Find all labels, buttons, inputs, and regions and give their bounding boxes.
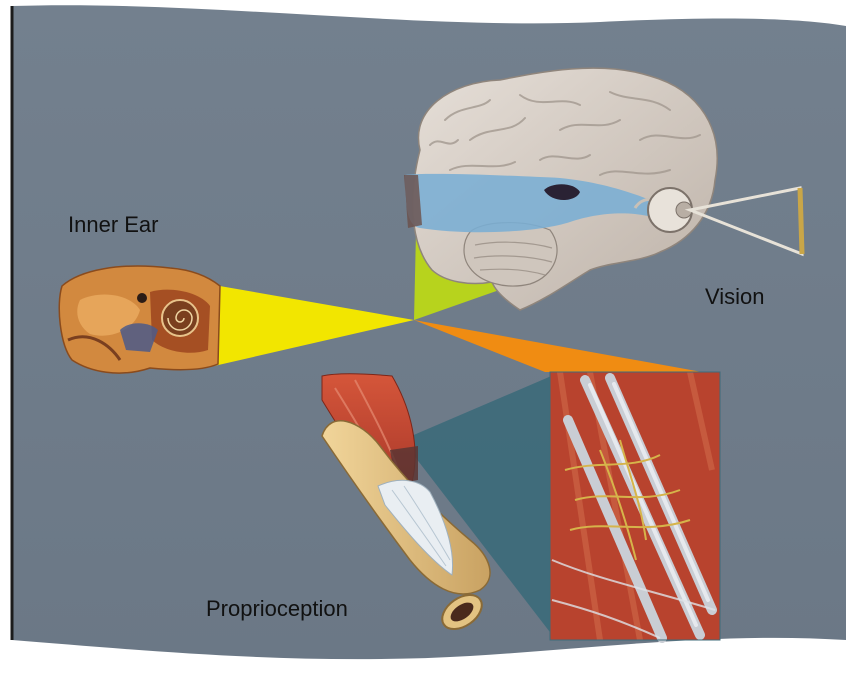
inner-ear-illustration [59,266,220,373]
vision-label: Vision [705,284,765,309]
muscle-spindle-closeup [550,372,720,640]
inner-ear-label: Inner Ear [68,212,159,237]
proprioception-label: Proprioception [206,596,348,621]
